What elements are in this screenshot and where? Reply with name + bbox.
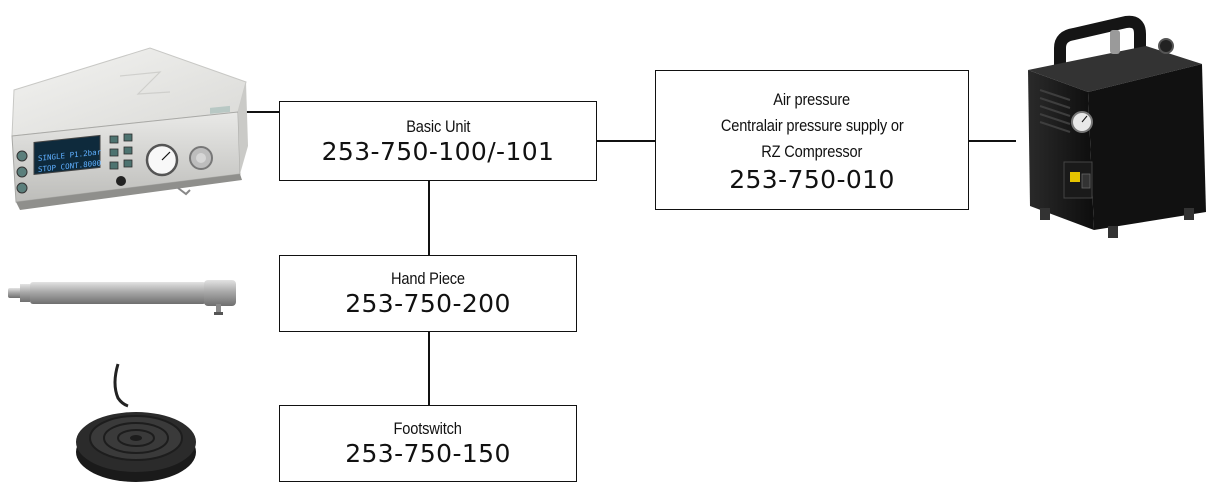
air-pressure-box: Air pressure Centralair pressure supply … (655, 70, 969, 210)
air-pressure-part-number: 253-750-010 (729, 164, 895, 194)
connector-basic-unit-to-air (596, 140, 656, 142)
air-pressure-line-2: Centralair pressure supply or (720, 115, 904, 135)
hand-piece-part-number: 253-750-200 (345, 289, 511, 318)
unit-keypad (109, 133, 133, 170)
compressor-image (1028, 15, 1206, 238)
unit-left-buttons (16, 150, 28, 194)
basic-unit-part-number: 253-750-100/-101 (321, 136, 555, 166)
footswitch-title: Footswitch (393, 419, 463, 438)
connector-air-to-compressor (968, 140, 1016, 142)
air-pressure-line-3: RZ Compressor (761, 141, 863, 161)
footswitch-part-number: 253-750-150 (345, 439, 511, 468)
hand-piece-box: Hand Piece 253-750-200 (279, 255, 577, 332)
air-pressure-line-1: Air pressure (773, 89, 851, 109)
control-unit-image: SINGLE P1.2bar STOP CONT.8000 (11, 47, 248, 210)
compressor-vents (1039, 89, 1071, 133)
basic-unit-title: Basic Unit (405, 116, 471, 136)
basic-unit-box: Basic Unit 253-750-100/-101 (279, 101, 597, 181)
hand-piece-title: Hand Piece (391, 269, 465, 288)
hand-piece-image (8, 280, 236, 315)
connector-device-to-basic-unit (240, 111, 282, 113)
connector-basic-unit-to-hand-piece (428, 180, 430, 256)
footswitch-box: Footswitch 253-750-150 (279, 405, 577, 482)
connector-hand-piece-to-footswitch (428, 331, 430, 406)
footswitch-image (76, 363, 196, 482)
